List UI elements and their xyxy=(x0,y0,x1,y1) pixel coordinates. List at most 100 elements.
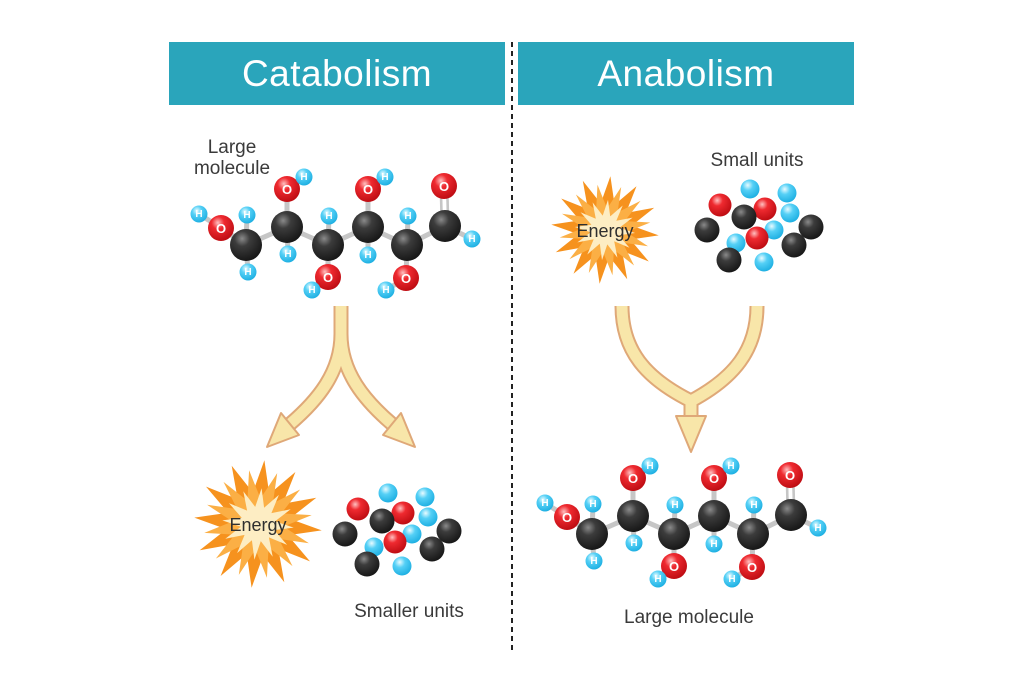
oxygen-ball xyxy=(346,497,370,521)
energy-burst-left: Energy xyxy=(194,460,322,588)
carbon-ball xyxy=(332,521,358,547)
atom-letter: H xyxy=(364,250,371,261)
atom-letter: O xyxy=(323,270,333,285)
carbon-atom xyxy=(391,229,423,261)
hydrogen-ball xyxy=(780,203,800,223)
oxygen-ball xyxy=(383,530,407,554)
oxygen-atom xyxy=(739,554,765,580)
hydrogen-atom xyxy=(649,570,667,588)
label-large-molecule-right: Large molecule xyxy=(624,607,754,628)
atom-letter: H xyxy=(646,461,653,472)
hydrogen-atom xyxy=(239,263,257,281)
label-small-units: Small units xyxy=(710,150,804,171)
atom-letter: H xyxy=(541,498,548,509)
oxygen-ball xyxy=(708,193,732,217)
oxygen-ball xyxy=(745,226,769,250)
hydrogen-atom xyxy=(705,535,723,553)
carbon-atom xyxy=(576,518,608,550)
hydrogen-atom xyxy=(723,570,741,588)
atom-letter: H xyxy=(284,249,291,260)
energy-label: Energy xyxy=(229,515,286,535)
carbon-atom xyxy=(271,211,303,243)
hydrogen-atom xyxy=(666,496,684,514)
hydrogen-atom xyxy=(295,168,313,186)
carbon-atom xyxy=(352,211,384,243)
atom-letter: O xyxy=(785,468,795,483)
atom-letter: H xyxy=(243,210,250,221)
hydrogen-atom xyxy=(303,281,321,299)
hydrogen-atom xyxy=(745,496,763,514)
header-anabolism: Anabolism xyxy=(518,42,854,105)
carbon-ball xyxy=(354,551,380,577)
hydrogen-atom xyxy=(190,205,208,223)
converge-arrow xyxy=(614,305,765,453)
carbon-atom xyxy=(312,229,344,261)
carbon-atom xyxy=(737,518,769,550)
atom-letter: H xyxy=(671,500,678,511)
burst-inner-star xyxy=(222,488,294,560)
atom-letter: O xyxy=(562,510,572,525)
atom-letter: H xyxy=(728,574,735,585)
atom-letter: H xyxy=(244,267,251,278)
atom-letter: H xyxy=(590,556,597,567)
hydrogen-atom xyxy=(722,457,740,475)
split-arrow xyxy=(266,306,416,448)
carbon-ball xyxy=(369,508,395,534)
oxygen-atom xyxy=(661,553,687,579)
energy-label: Energy xyxy=(576,221,633,241)
atom-letter: H xyxy=(300,172,307,183)
atom-letter: H xyxy=(710,539,717,550)
split-arrow-right-branch xyxy=(335,306,396,429)
hydrogen-atom xyxy=(585,552,603,570)
atom-letter: O xyxy=(669,559,679,574)
hydrogen-atom xyxy=(320,207,338,225)
atom-letter: H xyxy=(195,209,202,220)
label-smaller-units: Smaller units xyxy=(354,601,464,622)
hydrogen-atom xyxy=(376,168,394,186)
carbon-atom xyxy=(429,210,461,242)
oxygen-ball xyxy=(753,197,777,221)
hydrogen-atom xyxy=(625,534,643,552)
hydrogen-ball xyxy=(740,179,760,199)
carbon-ball xyxy=(781,232,807,258)
label-large-molecule-left: Large molecule xyxy=(193,137,271,179)
hydrogen-atom xyxy=(641,457,659,475)
converge-arrow-left-branch xyxy=(616,305,697,416)
carbon-atom xyxy=(230,229,262,261)
oxygen-atom xyxy=(355,176,381,202)
oxygen-atom xyxy=(701,465,727,491)
carbon-ball xyxy=(436,518,462,544)
atom-letter: O xyxy=(401,271,411,286)
carbon-atom xyxy=(617,500,649,532)
carbon-atom xyxy=(775,499,807,531)
atom-letter: O xyxy=(439,179,449,194)
oxygen-atom xyxy=(431,173,457,199)
atom-letter: H xyxy=(814,523,821,534)
split-arrow-right-head xyxy=(382,412,416,448)
converge-arrow-head xyxy=(675,415,707,453)
hydrogen-ball xyxy=(402,524,422,544)
hydrogen-atom xyxy=(359,246,377,264)
atom-letter: H xyxy=(381,172,388,183)
hydrogen-ball xyxy=(418,507,438,527)
hydrogen-ball xyxy=(777,183,797,203)
converge-arrow-right-branch xyxy=(685,305,763,416)
carbon-ball xyxy=(716,247,742,273)
hydrogen-ball xyxy=(392,556,412,576)
hydrogen-atom xyxy=(399,207,417,225)
hydrogen-ball xyxy=(764,220,784,240)
atom-letter: O xyxy=(216,221,226,236)
atom-letter: H xyxy=(325,211,332,222)
atom-letter: H xyxy=(654,574,661,585)
carbon-ball xyxy=(419,536,445,562)
carbon-atom xyxy=(658,518,690,550)
oxygen-atom xyxy=(620,465,646,491)
atom-letter: H xyxy=(404,211,411,222)
atom-letter: O xyxy=(709,471,719,486)
hydrogen-atom xyxy=(238,206,256,224)
oxygen-atom xyxy=(208,215,234,241)
